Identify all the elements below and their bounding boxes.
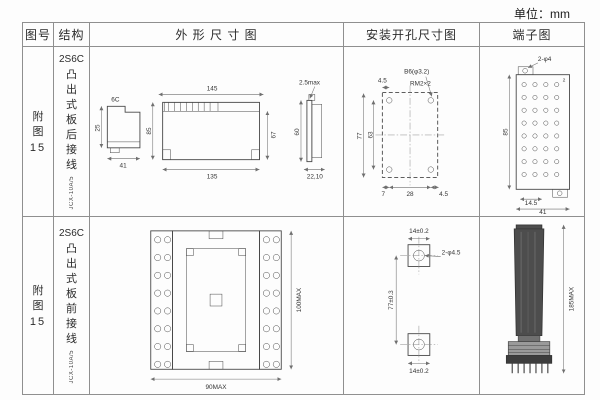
dim-67: 67: [270, 130, 277, 138]
header-fig-no: 图号: [22, 22, 54, 47]
relay-side-photo-view: 185MAX: [505, 224, 575, 373]
dim-60: 60: [294, 128, 301, 136]
note-b6-hole: B6(φ3.2): [404, 68, 429, 75]
unit-label: 单位：mm: [514, 7, 570, 21]
dim-85: 85: [145, 127, 152, 135]
dim-41-terminal: 41: [539, 209, 547, 215]
front-wiring-front-view: [149, 229, 282, 370]
cell-row2-fig: 附图 15: [22, 216, 54, 395]
dim-135: 135: [206, 173, 217, 180]
dim-7: 7: [381, 191, 385, 198]
header-row: 图号 结构 外 形 尺 寸 图 安装开孔尺寸图 端子图: [22, 22, 585, 47]
dim-28: 28: [406, 191, 414, 198]
dim-85-terminal: 85: [502, 128, 509, 136]
fig-number: 15: [29, 141, 47, 154]
structure-desc: 凸出式板前接线: [66, 242, 77, 345]
dim-100max: 100MAX: [296, 287, 303, 312]
note-2-phi4: 2-φ4: [537, 55, 551, 62]
cell-row2-structure: 2S6C 凸出式板前接线 JCX-10A/5: [53, 216, 90, 395]
relay-silhouette: [505, 224, 552, 373]
outline-drawing-front: 90MAX 100MAX: [149, 229, 303, 391]
mounting-drawing-front: 14±0.2 2-φ4.5 77±0.3 14±0.2: [388, 227, 461, 375]
dim-14-5: 14.5: [524, 200, 537, 207]
cell-row1-outline: 6C 25 41: [89, 46, 344, 217]
relay-pins: [511, 362, 548, 373]
dim-63: 63: [367, 130, 374, 138]
cutout-outline: [374, 85, 445, 185]
cell-row2-mounting: 14±0.2 2-φ4.5 77±0.3 14±0.2: [343, 216, 480, 395]
structure-code: JCX-10A/5: [68, 349, 75, 384]
dim-90max: 90MAX: [205, 384, 227, 391]
dim-25: 25: [94, 124, 101, 132]
dim-4-5-bottom: 4.5: [439, 191, 448, 198]
note-rm2x2: RM2×2: [410, 80, 431, 87]
terminal-diagram-rear: 2 2-φ4 85 14.5 41: [502, 55, 570, 215]
cell-row1-fig: 附图 15: [22, 46, 54, 217]
terminal-block: 2: [515, 66, 570, 197]
terminal-strip-hatch: [167, 101, 210, 111]
mounting-drawing-rear: 4.5 B6(φ3.2) RM2×2 77 63 7 28 4.5: [356, 68, 448, 198]
structure-code: JCX-10A/5: [68, 175, 75, 210]
header-mounting-dims: 安装开孔尺寸图: [343, 22, 480, 47]
structure-desc: 凸出式板后接线: [66, 68, 77, 171]
cell-row1-terminal: 2 2-φ4 85 14.5 41: [479, 46, 585, 217]
cell-row2-outline: 90MAX 100MAX: [89, 216, 344, 395]
header-structure: 结构: [53, 22, 90, 47]
dim-77: 77: [356, 131, 363, 139]
fig-label: 附图: [32, 110, 44, 138]
outline-drawing-rear: 6C 25 41: [94, 79, 325, 180]
header-outline-dims: 外 形 尺 寸 图: [89, 22, 344, 47]
structure-model: 2S6C: [58, 227, 84, 239]
cell-row1-structure: 2S6C 凸出式板后接线 JCX-10A/5: [53, 46, 90, 217]
cell-row1-mounting: 4.5 B6(φ3.2) RM2×2 77 63 7 28 4.5: [343, 46, 480, 217]
dim-145: 145: [206, 85, 217, 92]
structure-model: 2S6C: [58, 53, 84, 65]
note-2-phi4-5: 2-φ4.5: [441, 249, 460, 256]
table-row-front-wiring: 附图 15 2S6C 凸出式板前接线 JCX-10A/5: [22, 216, 585, 395]
mounting-holes: [399, 236, 438, 363]
dim-77-center: 77±0.3: [388, 289, 395, 309]
dim-185max: 185MAX: [568, 286, 575, 311]
dim-14-bottom: 14±0.2: [409, 368, 429, 375]
front-view: 145 135 85 67: [145, 85, 277, 180]
dim-4-5-top: 4.5: [377, 77, 386, 84]
side-terminal-screws: [153, 235, 280, 368]
spec-table: 图号 结构 外 形 尺 寸 图 安装开孔尺寸图 端子图 附图 15 2S6C 凸…: [22, 22, 585, 395]
terminal-number-2: 2: [562, 77, 565, 83]
dim-41: 41: [119, 162, 127, 169]
table-row-rear-wiring: 附图 15 2S6C 凸出式板后接线 JCX-10A/5: [22, 46, 585, 217]
dim-case-label: 6C: [111, 96, 120, 103]
side-view: 2.5max 60 22,10: [294, 79, 325, 180]
dim-2-5max: 2.5max: [299, 79, 321, 86]
dim-14-top: 14±0.2: [409, 227, 429, 234]
fig-label: 附图: [32, 284, 44, 312]
cell-row2-terminal: 185MAX: [479, 216, 585, 395]
header-terminal-diagram: 端子图: [479, 22, 585, 47]
terminal-holes: [520, 81, 559, 177]
dim-22-10: 22,10: [306, 173, 322, 180]
fig-number: 15: [29, 315, 47, 328]
rear-profile-view: 6C 25 41: [94, 96, 140, 169]
